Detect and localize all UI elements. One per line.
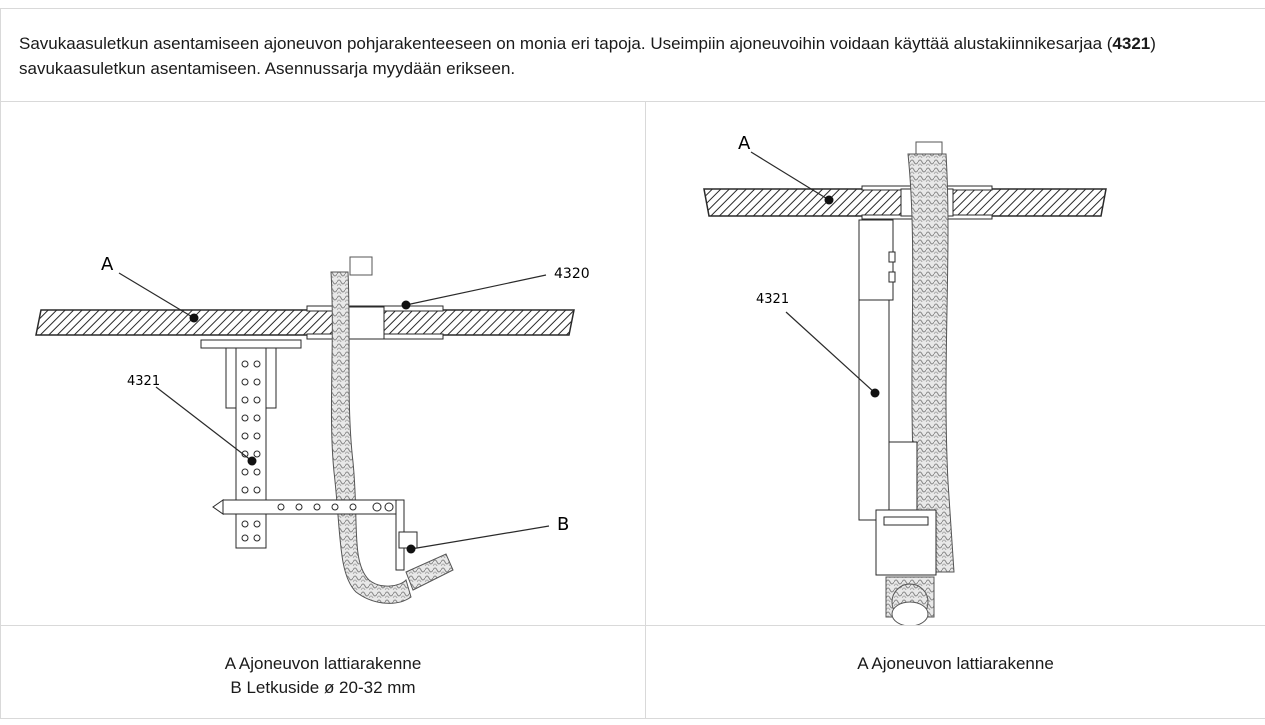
leader-dots-right: [824, 195, 880, 398]
figure-left-cell: A 4320 4321 B: [0, 101, 646, 626]
document-table: Savukaasuletkun asentamiseen ajoneuvon p…: [0, 8, 1265, 719]
label-4321: 4321: [127, 374, 160, 389]
intro-text-part2: ) savukaasuletkun asentamiseen. Asennuss…: [19, 34, 1156, 78]
intro-cell: Savukaasuletkun asentamiseen ajoneuvon p…: [0, 8, 1265, 102]
label-4320: 4320: [554, 266, 590, 282]
label-a-right: A: [738, 133, 751, 154]
figure-right-diagram: A 4321: [703, 133, 1107, 625]
caption-left-cell: A Ajoneuvon lattiarakenne B Letkuside ø …: [0, 625, 646, 719]
intro-kit-number: 4321: [1112, 34, 1151, 53]
floor-structure: [35, 305, 575, 340]
label-4321-right: 4321: [756, 292, 789, 307]
exhaust-hose: [330, 256, 454, 604]
leader-dots: [189, 300, 416, 554]
caption-left-line1: A Ajoneuvon lattiarakenne: [224, 654, 422, 673]
figure-right-cell: A 4321: [644, 101, 1265, 626]
figure-left-diagram: A 4320 4321 B: [35, 254, 590, 604]
caption-right-line1: A Ajoneuvon lattiarakenne: [857, 654, 1054, 673]
intro-text-part1: Savukaasuletkun asentamiseen ajoneuvon p…: [19, 34, 1113, 53]
exhaust-hose-right: [885, 141, 955, 625]
leader-lines: [118, 272, 550, 550]
label-a: A: [101, 254, 114, 275]
label-b: B: [557, 514, 569, 535]
mounting-bracket-right: [858, 219, 937, 576]
leader-lines-right: [750, 151, 876, 394]
caption-left-line2: B Letkuside ø 20-32 mm: [230, 678, 416, 697]
mounting-bracket: [200, 339, 418, 571]
intro-paragraph: Savukaasuletkun asentamiseen ajoneuvon p…: [1, 9, 1265, 81]
floor-structure-right: [703, 185, 1107, 220]
caption-right-cell: A Ajoneuvon lattiarakenne: [644, 625, 1265, 719]
